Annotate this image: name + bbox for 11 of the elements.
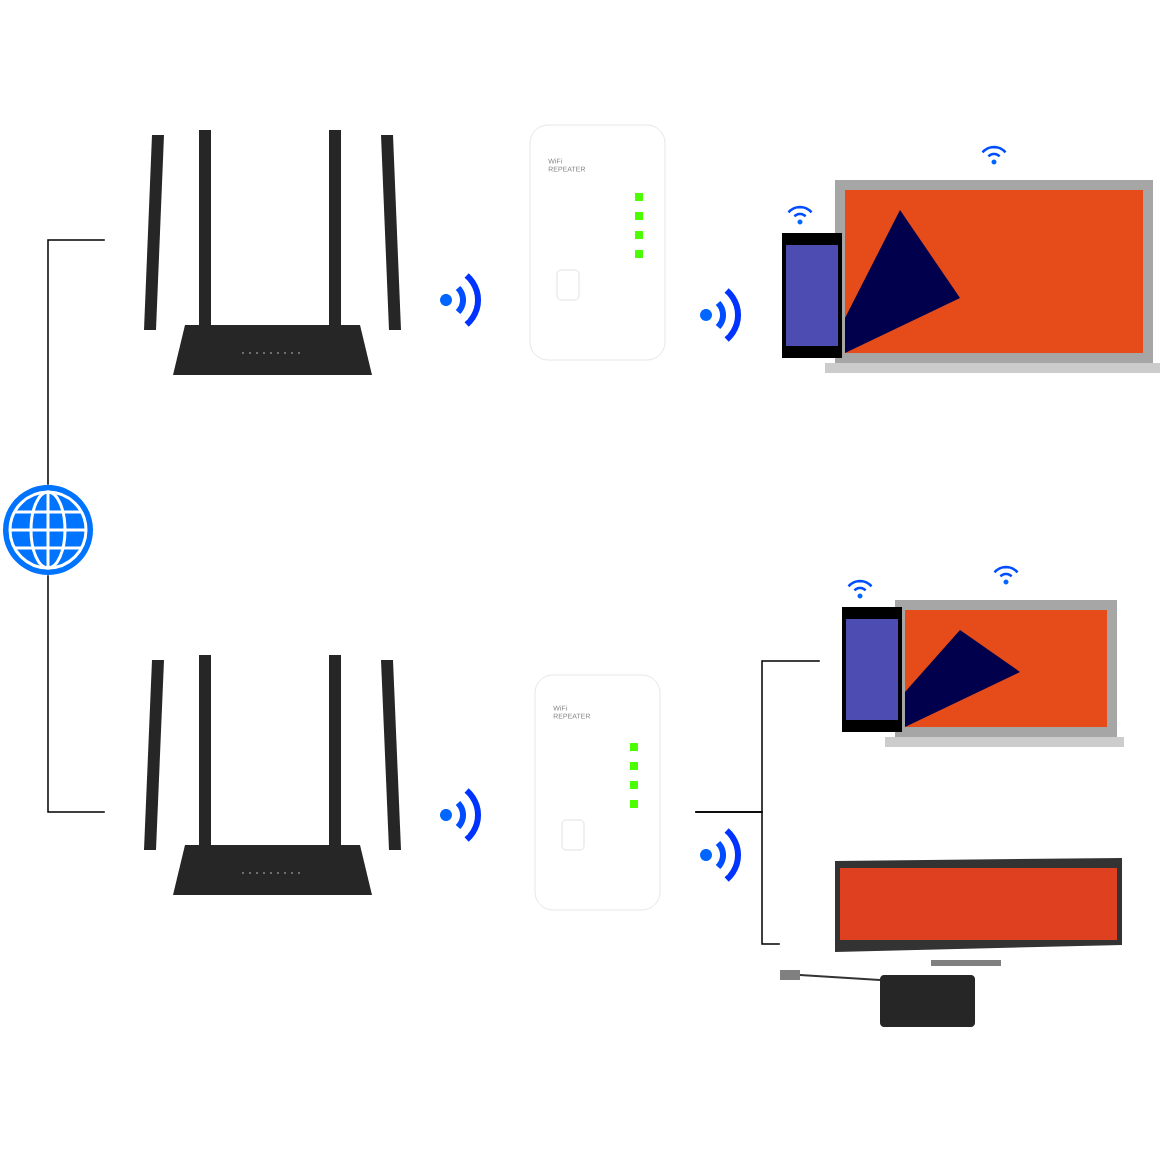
router-drawing bbox=[144, 130, 401, 375]
laptop-phone-drawing bbox=[782, 180, 1160, 373]
tv-box-drawing bbox=[780, 858, 1122, 1027]
router-drawing bbox=[144, 655, 401, 895]
connector-line bbox=[47, 239, 106, 486]
connector-line bbox=[694, 811, 781, 945]
repeater-drawing bbox=[534, 674, 661, 911]
repeater-drawing bbox=[529, 124, 666, 361]
globe-icon bbox=[3, 485, 93, 575]
laptop-phone-drawing bbox=[842, 600, 1124, 747]
connector-line bbox=[47, 574, 106, 813]
